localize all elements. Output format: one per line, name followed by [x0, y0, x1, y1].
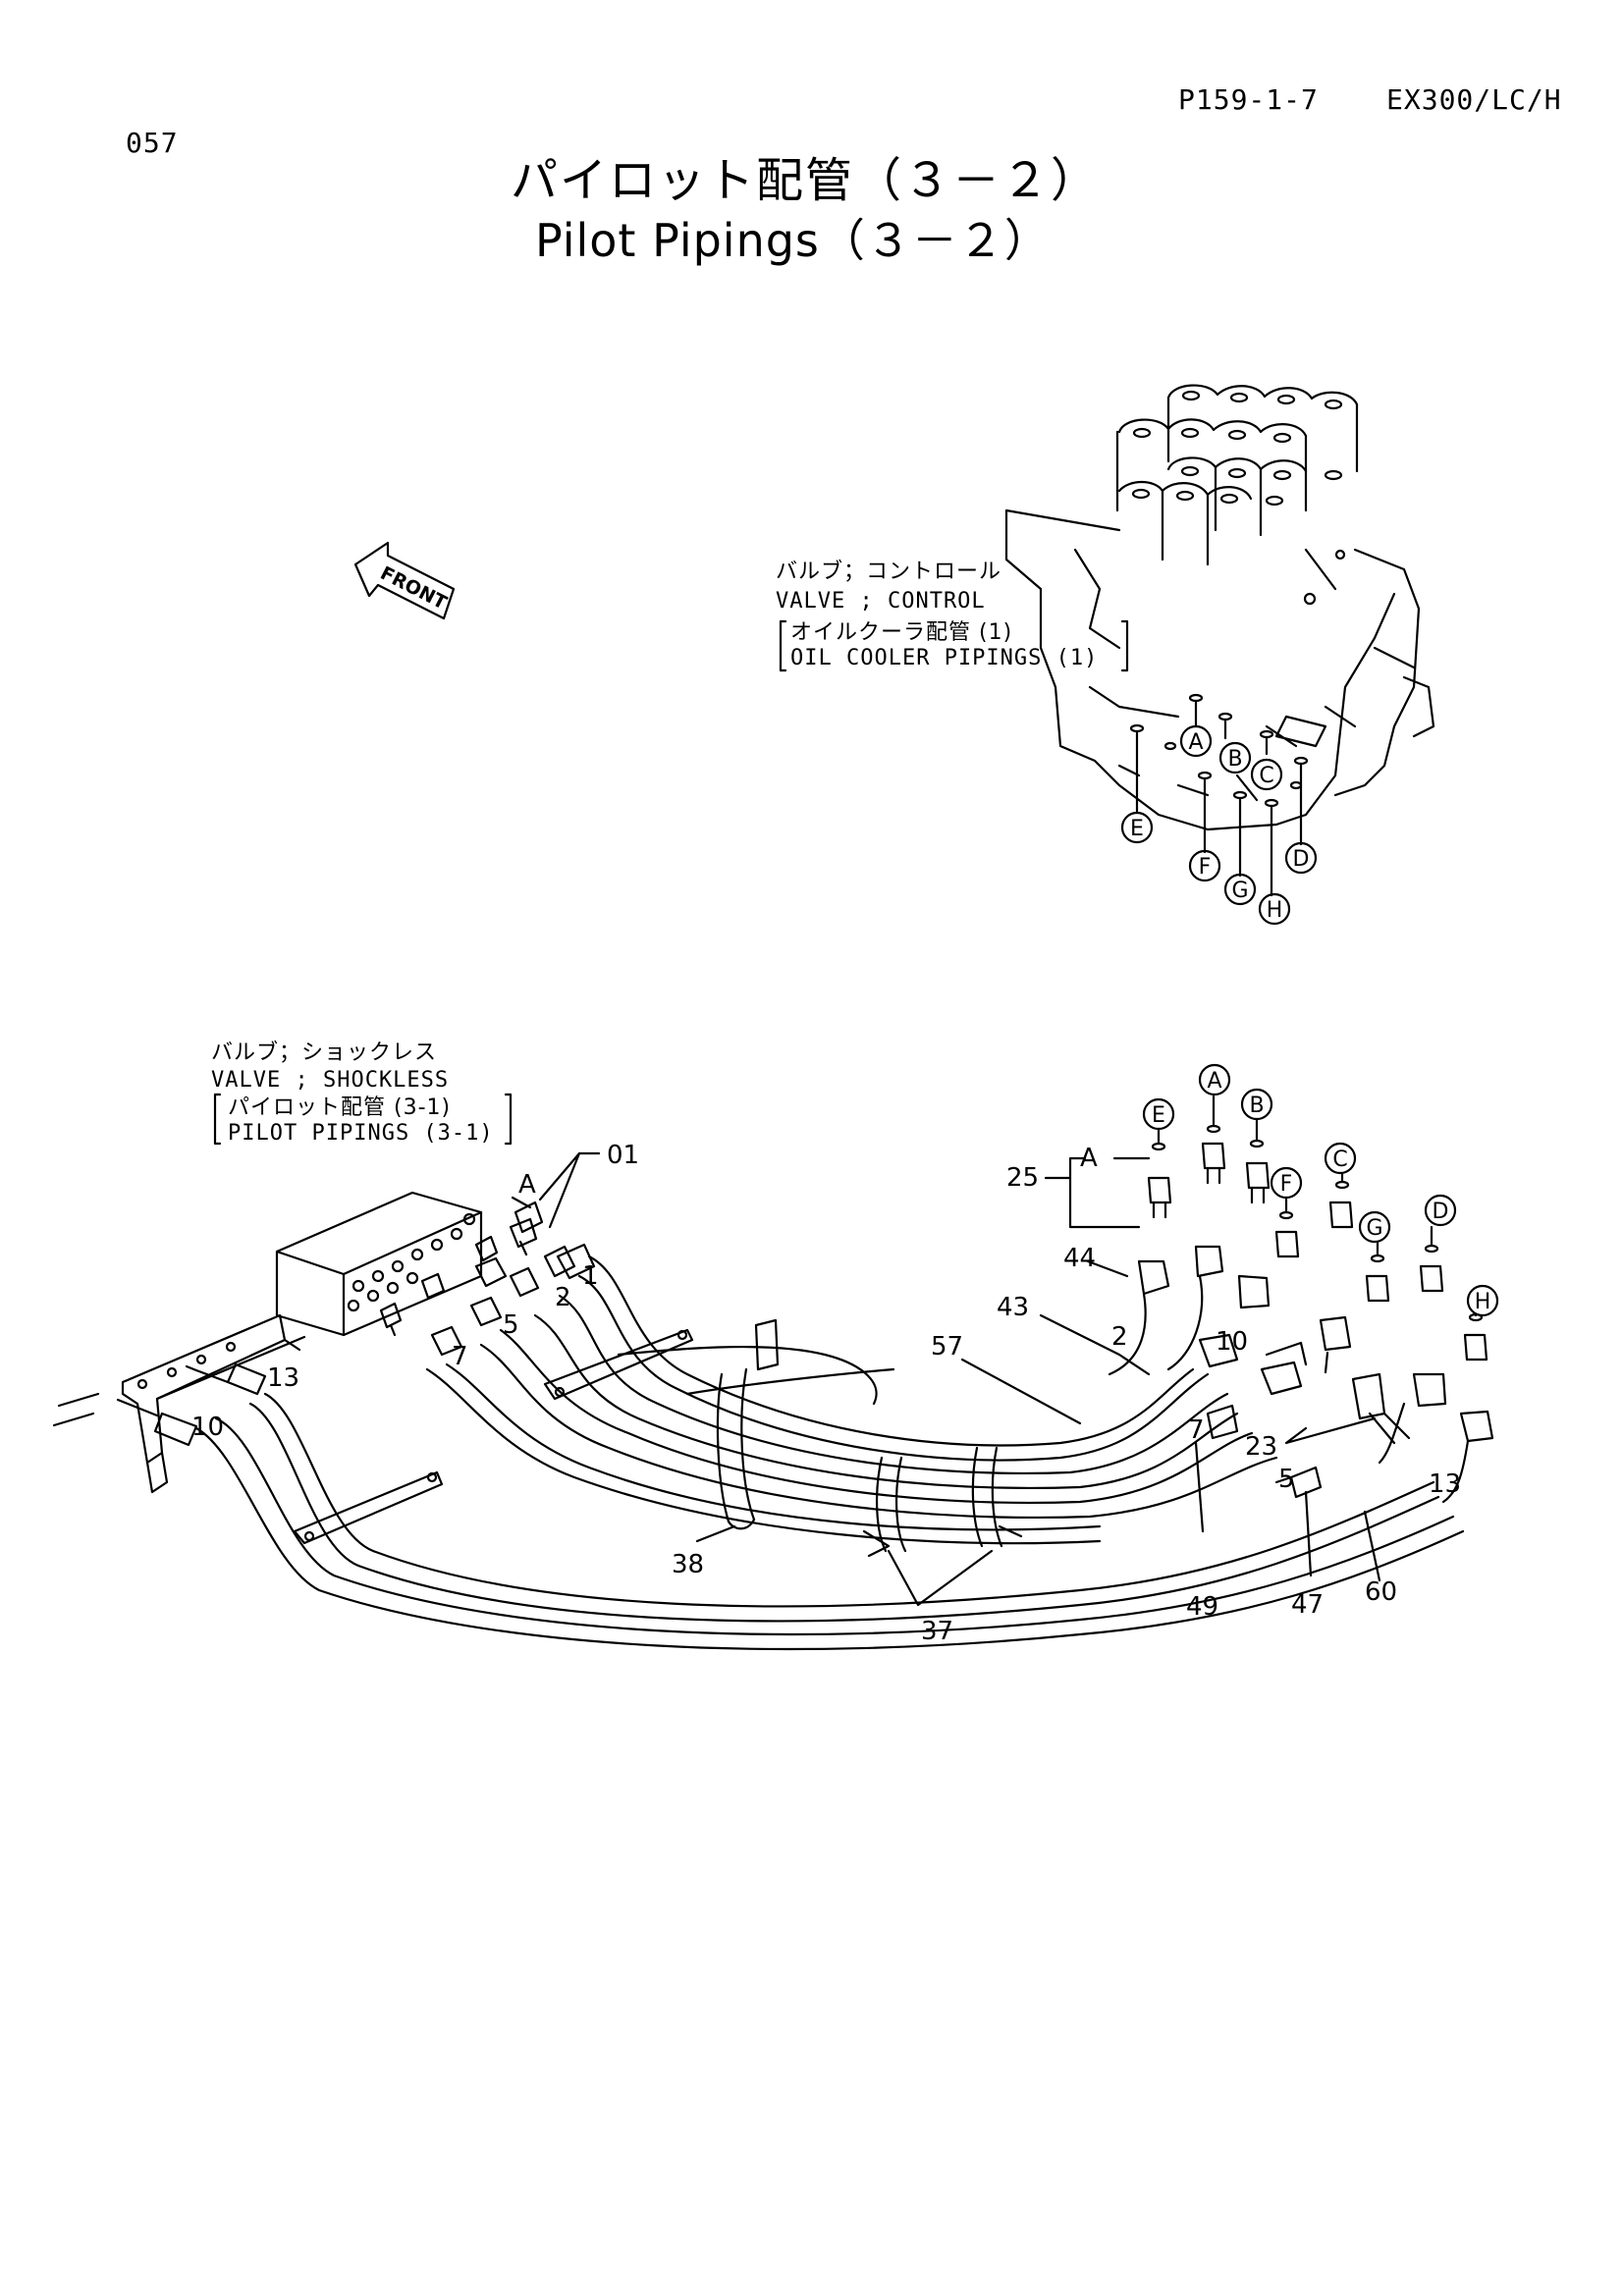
part-number-2-left: 2 [555, 1283, 571, 1312]
front-label: FRONT [377, 562, 451, 614]
upper-port-d: D [1293, 847, 1310, 872]
part-number-37: 37 [921, 1617, 953, 1646]
part-number-7-left: 7 [452, 1342, 468, 1371]
title-jp: パイロット配管（３－２） [511, 153, 1101, 208]
lower-port-c: C [1332, 1148, 1347, 1172]
control-valve-label-jp: バルブ；コントロール [776, 560, 1002, 584]
upper-port-b: B [1227, 747, 1242, 772]
shockless-valve-ref-jp: パイロット配管 (3-1) [228, 1095, 452, 1120]
part-number-13-left: 13 [267, 1363, 299, 1393]
lower-port-e: E [1152, 1103, 1165, 1128]
hose-bundle [116, 1095, 1494, 1651]
doc-ref: P159-1-7 [1178, 83, 1319, 116]
control-valve-ref-jp: オイルクーラ配管 (1) [790, 620, 1013, 645]
upper-port-a: A [1188, 730, 1203, 755]
upper-port-g: G [1231, 879, 1248, 903]
shockless-valve-label-en: VALVE ; SHOCKLESS [211, 1068, 450, 1093]
part-number-13-right: 13 [1429, 1469, 1461, 1499]
part-number-10-left: 10 [191, 1413, 224, 1442]
lower-port-a: A [1207, 1069, 1221, 1094]
part-number-38: 38 [672, 1550, 704, 1579]
part-number-1: 1 [582, 1261, 599, 1291]
model-code: EX300/LC/H [1386, 83, 1562, 116]
lower-port-h: H [1475, 1290, 1491, 1314]
part-number-10-right: 10 [1216, 1327, 1248, 1357]
shockless-valve-label-jp: バルブ；ショックレス [211, 1041, 438, 1065]
control-valve-drawing [1004, 384, 1435, 897]
shockless-valve-ref-en: PILOT PIPINGS (3-1) [228, 1121, 494, 1146]
part-number-47: 47 [1291, 1590, 1324, 1620]
part-number-7-right: 7 [1188, 1415, 1205, 1445]
part-number-5-left: 5 [503, 1310, 519, 1340]
part-number-44: 44 [1063, 1244, 1096, 1273]
lower-port-d: D [1433, 1200, 1449, 1224]
part-number-23: 23 [1245, 1432, 1277, 1462]
part-number-49: 49 [1186, 1592, 1218, 1622]
upper-port-f: F [1199, 855, 1212, 880]
part-number-5-right: 5 [1278, 1465, 1295, 1494]
control-valve-ref-en: OIL COOLER PIPINGS (1) [790, 646, 1099, 670]
upper-port-h: H [1267, 898, 1283, 923]
lower-port-f: F [1280, 1172, 1293, 1197]
page-code: 057 [126, 127, 179, 159]
part-number-01: 01 [607, 1141, 639, 1170]
title-en: Pilot Pipings（３－２） [535, 214, 1051, 267]
part-number-25: 25 [1006, 1163, 1039, 1193]
control-valve-label-en: VALVE ; CONTROL [776, 589, 986, 614]
upper-port-e: E [1130, 817, 1144, 841]
lower-port-g: G [1366, 1216, 1382, 1241]
upper-port-c: C [1259, 764, 1273, 788]
shockless-valve-drawing [52, 1093, 601, 1494]
part-number-60: 60 [1365, 1577, 1397, 1607]
part-number-43: 43 [997, 1293, 1029, 1322]
callout-a-valve: A [518, 1170, 536, 1200]
lower-port-b: B [1249, 1094, 1264, 1118]
front-arrow-icon [353, 541, 456, 620]
part-number-57: 57 [931, 1332, 963, 1362]
part-number-2-right: 2 [1111, 1322, 1128, 1352]
callout-a-right: A [1080, 1144, 1098, 1173]
